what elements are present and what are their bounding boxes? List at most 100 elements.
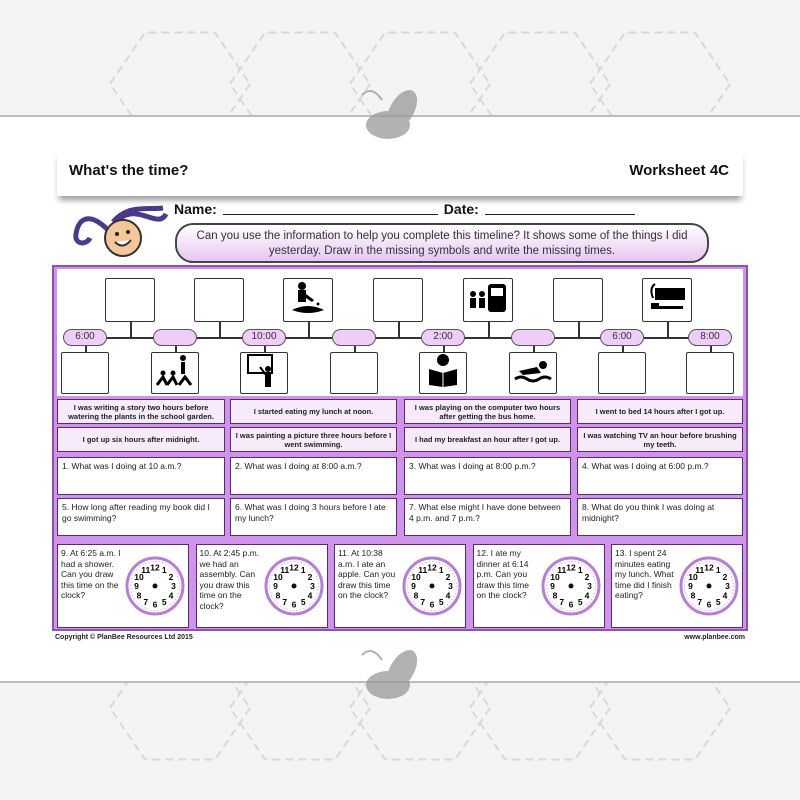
question-box[interactable]: 1. What was I doing at 10 a.m.?	[57, 457, 225, 495]
bottom-symbol-box[interactable]	[598, 352, 646, 394]
clue-card: I got up six hours after midnight.	[57, 427, 225, 452]
clock-number: 4	[584, 591, 589, 601]
clock-number: 11	[418, 565, 427, 575]
top-symbol-box[interactable]	[373, 278, 423, 322]
clock-number: 5	[716, 597, 721, 607]
clock-question-card: 9. At 6:25 a.m. I had a shower. Can you …	[57, 544, 189, 628]
clock-number: 6	[568, 600, 573, 610]
school-bus-icon	[468, 280, 508, 321]
clock-number: 11	[557, 565, 566, 575]
connector	[398, 322, 400, 338]
top-symbol-box[interactable]	[194, 278, 244, 322]
connector	[488, 322, 490, 338]
top-symbol-box[interactable]	[105, 278, 155, 322]
question-box[interactable]: 8. What do you think I was doing at midn…	[577, 498, 743, 536]
connector	[219, 322, 221, 338]
toothbrush-icon	[647, 280, 687, 321]
clock-number: 3	[310, 581, 315, 591]
question-box[interactable]: 4. What was I doing at 6:00 p.m.?	[577, 457, 743, 495]
question-text: 2. What was I doing at 8:00 a.m.?	[235, 461, 362, 471]
clock-number: 12	[704, 563, 714, 573]
clock-number: 6	[707, 600, 712, 610]
clock-question-text: 12. I ate my dinner at 6:14 p.m. Can you…	[476, 548, 529, 600]
connector	[667, 322, 669, 338]
clock-number: 5	[577, 597, 582, 607]
clock-number: 5	[439, 597, 444, 607]
bee-watermark-icon	[361, 90, 418, 139]
clock-number: 5	[162, 597, 167, 607]
clock-number: 4	[307, 591, 312, 601]
clue-card: I was painting a picture three hours bef…	[230, 427, 397, 452]
clock-number: 7	[697, 597, 702, 607]
clock-number: 1	[300, 565, 305, 575]
clock-number: 8	[414, 591, 419, 601]
bottom-symbol-box	[240, 352, 288, 394]
bottom-symbol-box[interactable]	[686, 352, 734, 394]
question-box[interactable]: 5. How long after reading my book did I …	[57, 498, 225, 536]
name-field[interactable]	[222, 201, 438, 215]
bottom-symbol-box[interactable]	[61, 352, 109, 394]
clock-number: 9	[273, 581, 278, 591]
connector	[85, 345, 87, 353]
question-text: 6. What was I doing 3 hours before I ate…	[235, 502, 386, 523]
worksheet-number: Worksheet 4C	[629, 162, 729, 179]
clock-number: 7	[559, 597, 564, 607]
clock-number: 8	[137, 591, 142, 601]
question-text: 1. What was I doing at 10 a.m.?	[62, 461, 182, 471]
clue-card: I was playing on the computer two hours …	[404, 399, 571, 424]
copyright: Copyright © PlanBee Resources Ltd 2015	[55, 634, 193, 641]
question-box[interactable]: 7. What else might I have done between 4…	[404, 498, 571, 536]
question-box[interactable]: 2. What was I doing at 8:00 a.m.?	[230, 457, 397, 495]
date-field[interactable]	[484, 201, 635, 215]
clue-card: I went to bed 14 hours after I got up.	[577, 399, 743, 424]
question-box[interactable]: 3. What was I doing at 8:00 p.m.?	[404, 457, 571, 495]
clock-number: 7	[420, 597, 425, 607]
timeline-line	[100, 337, 710, 339]
clock-number: 1	[577, 565, 582, 575]
teacher-board-icon	[244, 353, 284, 394]
connector	[533, 345, 535, 353]
clock-question-text: 13. I spent 24 minutes eating my lunch. …	[615, 548, 674, 600]
clock-number: 12	[427, 563, 437, 573]
clock-number: 10	[411, 572, 421, 582]
bottom-symbol-box	[419, 352, 467, 394]
painting-icon	[155, 353, 195, 394]
clue-card: I was watching TV an hour before brushin…	[577, 427, 743, 452]
clock-number: 3	[171, 581, 176, 591]
bottom-symbol-box	[509, 352, 557, 394]
clock-question-card: 10. At 2:45 p.m. we had an assembly. Can…	[195, 544, 328, 628]
question-box[interactable]: 6. What was I doing 3 hours before I ate…	[230, 498, 397, 536]
clock-number: 9	[411, 581, 416, 591]
clock-number: 2	[169, 572, 174, 582]
top-symbol-box[interactable]	[553, 278, 603, 322]
bottom-symbol-box[interactable]	[330, 352, 378, 394]
clock-number: 12	[150, 563, 160, 573]
time-label[interactable]	[511, 329, 555, 346]
reading-icon	[423, 353, 463, 394]
clock-number: 3	[448, 581, 453, 591]
clock-number: 9	[688, 581, 693, 591]
top-symbol-box	[642, 278, 692, 322]
clock-number: 5	[300, 597, 305, 607]
bottom-symbol-box	[151, 352, 199, 394]
clock-number: 2	[584, 572, 589, 582]
time-label[interactable]	[153, 329, 197, 346]
clock-number: 12	[289, 563, 299, 573]
clock-number: 7	[282, 597, 287, 607]
clock-number: 6	[291, 600, 296, 610]
instructions-bubble: Can you use the information to help you …	[175, 223, 709, 263]
clock-number: 6	[153, 600, 158, 610]
top-symbol-box	[463, 278, 513, 322]
clock-number: 8	[691, 591, 696, 601]
girl-mascot-icon	[73, 205, 168, 257]
bee-watermark-icon	[361, 650, 418, 699]
watering-plant-icon	[288, 280, 328, 321]
website: www.planbee.com	[684, 634, 745, 641]
time-label[interactable]	[332, 329, 376, 346]
clue-card: I started eating my lunch at noon.	[230, 399, 397, 424]
